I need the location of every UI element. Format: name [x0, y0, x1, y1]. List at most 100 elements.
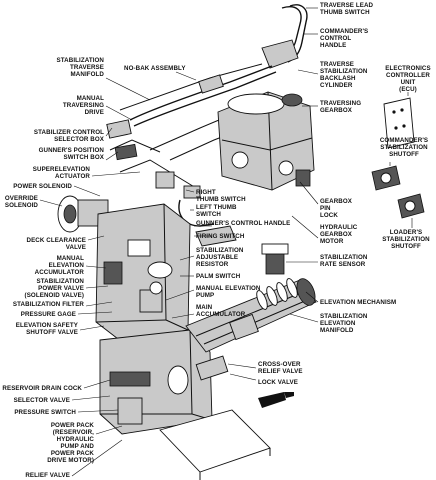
ecu-and-shutoff-switches: [371, 97, 425, 219]
label-ecu-1: ELECTRONICS: [385, 65, 430, 72]
label-cross-over-relief-valve-2: RELIEF VALVE: [258, 368, 303, 375]
label-left-thumb-switch-2: SWITCH: [196, 211, 221, 218]
label-ecu-4: (ECU): [399, 86, 417, 93]
label-gunners-position-switch-box-2: SWITCH BOX: [63, 154, 104, 161]
label-commanders-stab-shutoff-1: COMMANDER'S: [380, 137, 428, 144]
label-stabilization-elevation-manifold-3: MANIFOLD: [320, 327, 354, 334]
label-gearbox-pin-lock-3: LOCK: [320, 212, 338, 219]
label-override-solenoid-2: SOLENOID: [5, 202, 39, 209]
label-power-pack-4: PUMP AND: [61, 443, 95, 450]
label-no-bak-assembly: NO-BAK ASSEMBLY: [124, 65, 186, 72]
reservoir-and-pump: [99, 329, 213, 435]
label-stabilization-elevation-manifold-2: ELEVATION: [320, 320, 356, 327]
label-commanders-control-handle-2: CONTROL: [320, 35, 351, 42]
labels-center: NO-BAK ASSEMBLY RIGHT THUMB SWITCH LEFT …: [124, 65, 303, 386]
label-manual-traversing-drive-3: DRIVE: [85, 109, 104, 116]
label-gearbox-pin-lock-2: PIN: [320, 205, 331, 212]
label-hydraulic-gearbox-motor-2: GEARBOX: [320, 231, 353, 238]
label-power-solenoid: POWER SOLENOID: [13, 183, 72, 190]
labels-right: TRAVERSE LEAD THUMB SWITCH COMMANDER'S C…: [320, 2, 396, 334]
label-stab-adjustable-resistor-2: ADJUSTABLE: [196, 254, 238, 261]
label-elevation-safety-shutoff-2: SHUTOFF VALVE: [26, 329, 78, 336]
commanders-control-handle: [261, 4, 308, 69]
label-commanders-stab-shutoff-2: STABILIZATION: [380, 144, 428, 151]
label-power-pack-6: DRIVE MOTOR): [47, 457, 94, 464]
label-manual-elevation-accumulator-1: MANUAL: [57, 255, 85, 262]
label-stab-power-valve-1: STABILIZATION: [37, 278, 85, 285]
label-selector-valve: SELECTOR VALVE: [14, 397, 70, 404]
label-hydraulic-gearbox-motor-3: MOTOR: [320, 238, 344, 245]
label-reservoir-drain-cock: RESERVOIR DRAIN COCK: [2, 385, 82, 392]
label-loaders-stab-shutoff-2: STABILIZATION: [382, 236, 430, 243]
label-stabilization-filter: STABILIZATION FILTER: [13, 301, 85, 308]
label-stabilization-elevation-manifold-1: STABILIZATION: [320, 313, 368, 320]
label-main-accumulator-2: ACCUMULATOR: [196, 311, 246, 318]
label-stab-traverse-manifold-3: MANIFOLD: [71, 71, 105, 78]
label-ecu-3: UNIT: [401, 79, 416, 86]
label-traverse-backlash-cylinder-1: TRAVERSE: [320, 61, 354, 68]
label-right-thumb-switch-2: THUMB SWITCH: [196, 196, 246, 203]
traverse-manifold-and-piping: [109, 63, 277, 189]
label-stab-power-valve-2: POWER VALVE: [38, 285, 84, 292]
power-pack-body: [95, 203, 191, 343]
label-gunners-control-handle: GUNNER'S CONTROL HANDLE: [196, 220, 290, 227]
leader-lines: [39, 7, 413, 477]
label-power-pack-1: POWER PACK: [51, 422, 95, 429]
label-pressure-gage: PRESSURE GAGE: [21, 311, 76, 318]
label-pressure-switch: PRESSURE SWITCH: [14, 409, 76, 416]
labels-far-right: ELECTRONICS CONTROLLER UNIT (ECU) COMMAN…: [380, 65, 431, 250]
label-manual-elevation-accumulator-3: ACCUMULATOR: [35, 269, 85, 276]
label-gearbox-pin-lock-1: GEARBOX: [320, 198, 353, 205]
label-manual-elevation-pump-1: MANUAL ELEVATION: [196, 285, 261, 292]
label-traverse-backlash-cylinder-2: STABILIZATION: [320, 68, 368, 75]
label-commanders-control-handle-3: HANDLE: [320, 42, 346, 49]
deck-clearance-plate: [159, 409, 271, 480]
label-right-thumb-switch-1: RIGHT: [196, 189, 216, 196]
label-stabilization-rate-sensor-1: STABILIZATION: [320, 254, 368, 261]
label-manual-traversing-drive-2: TRAVERSING: [63, 102, 104, 109]
label-main-accumulator-1: MAIN: [196, 304, 213, 311]
label-loaders-stab-shutoff-3: SHUTOFF: [391, 243, 421, 250]
label-power-pack-3: HYDRAULIC: [57, 436, 95, 443]
label-traverse-backlash-cylinder-4: CYLINDER: [320, 82, 353, 89]
label-elevation-mechanism: ELEVATION MECHANISM: [320, 299, 396, 306]
label-hydraulic-gearbox-motor-1: HYDRAULIC: [320, 224, 358, 231]
elevation-cylinder-rings: [256, 278, 298, 310]
label-stab-adjustable-resistor-3: RESISTOR: [196, 261, 229, 268]
label-commanders-stab-shutoff-3: SHUTOFF: [389, 151, 419, 158]
label-firing-switch: FIRING SWITCH: [196, 233, 245, 240]
elevation-mechanism: [185, 278, 317, 381]
label-stabilization-rate-sensor-2: RATE SENSOR: [320, 261, 366, 268]
label-traversing-gearbox-1: TRAVERSING: [320, 100, 361, 107]
label-commanders-control-handle-1: COMMANDER'S: [320, 28, 368, 35]
label-traverse-lead-thumb-switch-1: TRAVERSE LEAD: [320, 2, 374, 9]
label-stab-traverse-manifold-1: STABILIZATION: [57, 57, 105, 64]
label-stab-adjustable-resistor-1: STABILIZATION: [196, 247, 244, 254]
label-override-solenoid-1: OVERRIDE: [5, 195, 38, 202]
label-cross-over-relief-valve-1: CROSS-OVER: [258, 361, 301, 368]
pointing-hand-icon: [258, 392, 294, 408]
label-elevation-safety-shutoff-1: ELEVATION SAFETY: [16, 322, 79, 329]
label-stabilizer-control-selector-box-2: SELECTOR BOX: [54, 136, 105, 143]
label-manual-elevation-pump-2: PUMP: [196, 292, 214, 299]
label-superelevation-actuator-1: SUPERELEVATION: [33, 166, 91, 173]
traversing-gearbox: [217, 91, 315, 191]
rate-sensor: [261, 243, 289, 275]
label-deck-clearance-valve-2: VALVE: [66, 244, 86, 251]
label-manual-elevation-accumulator-2: ELEVATION: [49, 262, 85, 269]
label-left-thumb-switch-1: LEFT THUMB: [196, 204, 237, 211]
gunner-control-and-selector-boxes: [106, 119, 237, 247]
label-superelevation-actuator-2: ACTUATOR: [55, 173, 90, 180]
label-deck-clearance-valve-1: DECK CLEARANCE: [27, 237, 87, 244]
label-palm-switch: PALM SWITCH: [196, 273, 241, 280]
label-lock-valve: LOCK VALVE: [258, 379, 298, 386]
label-gunners-position-switch-box-1: GUNNER'S POSITION: [39, 147, 105, 154]
label-stabilizer-control-selector-box-1: STABILIZER CONTROL: [34, 129, 104, 136]
label-stab-power-valve-3: (SOLENOID VALVE): [25, 292, 84, 299]
label-ecu-2: CONTROLLER: [386, 72, 430, 79]
label-power-pack-5: POWER PACK: [51, 450, 95, 457]
label-traversing-gearbox-2: GEARBOX: [320, 107, 353, 114]
label-loaders-stab-shutoff-1: LOADER'S: [390, 229, 423, 236]
label-manual-traversing-drive-1: MANUAL: [77, 95, 105, 102]
